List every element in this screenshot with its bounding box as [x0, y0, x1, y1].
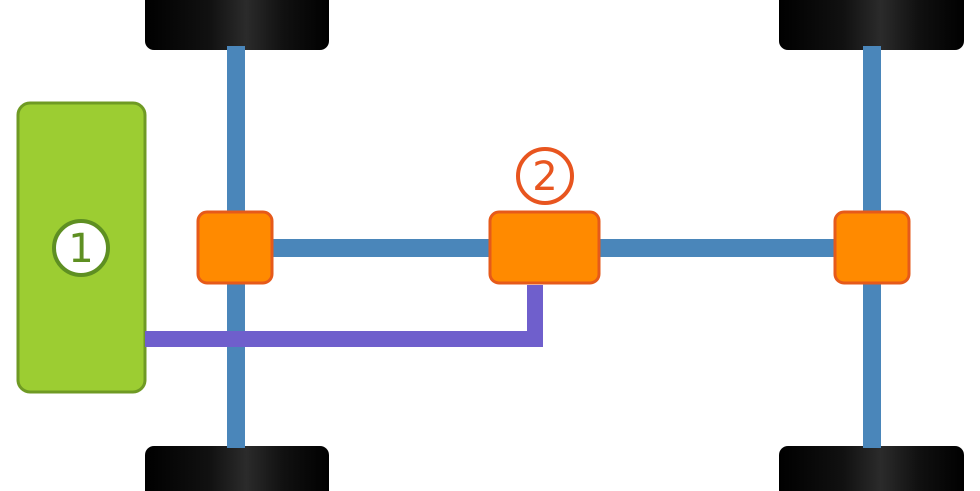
wheel-icon	[145, 446, 329, 491]
wheels	[145, 0, 964, 491]
wheel-icon	[779, 0, 964, 50]
wheel-icon	[145, 0, 329, 50]
differential-box-right	[833, 210, 911, 285]
differential-box-center	[488, 210, 601, 285]
marker-2-circle	[516, 147, 574, 205]
marker-2-label: 2	[532, 154, 557, 200]
marker-1-circle	[52, 219, 110, 277]
marker-2: 2	[516, 147, 574, 205]
marker-1-label: 1	[68, 226, 93, 272]
differential-box-left	[196, 210, 274, 285]
wheel-icon	[779, 446, 964, 491]
differentials	[196, 210, 911, 285]
engine-to-center-diff-link	[145, 285, 543, 347]
marker-1: 1	[52, 219, 110, 277]
